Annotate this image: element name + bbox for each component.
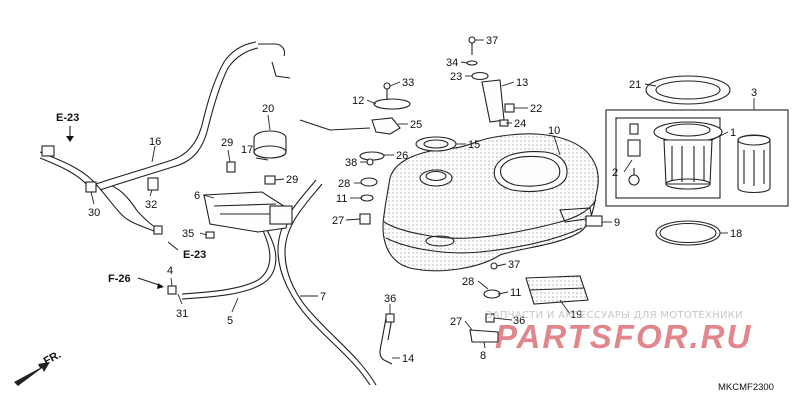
callout-28b[interactable]: 28 xyxy=(462,276,474,288)
watermark-caption: ЗАПЧАСТИ И АКСЕССУАРЫ ДЛЯ МОТОТЕХНИКИ xyxy=(486,310,743,321)
callout-36a[interactable]: 36 xyxy=(384,293,396,305)
pump-retaining-ring[interactable] xyxy=(645,75,731,105)
callout-19[interactable]: 19 xyxy=(570,309,582,321)
callout-16[interactable]: 16 xyxy=(149,136,161,148)
callout-22[interactable]: 22 xyxy=(530,103,542,115)
callout-7[interactable]: 7 xyxy=(320,291,326,303)
callout-21[interactable]: 21 xyxy=(629,79,641,91)
callout-30[interactable]: 30 xyxy=(88,207,100,219)
fuel-tank[interactable] xyxy=(382,133,599,272)
callout-1[interactable]: 1 xyxy=(730,127,736,139)
callout-4[interactable]: 4 xyxy=(167,265,173,277)
pump-gasket[interactable] xyxy=(655,220,721,246)
callout-37a[interactable]: 37 xyxy=(486,35,498,47)
callout-34[interactable]: 34 xyxy=(446,57,458,69)
callout-14[interactable]: 14 xyxy=(402,353,414,365)
cap[interactable] xyxy=(253,130,287,159)
vent-hose[interactable] xyxy=(379,313,395,365)
callout-32[interactable]: 32 xyxy=(145,199,157,211)
hose-clips[interactable] xyxy=(41,145,276,295)
callout-8[interactable]: 8 xyxy=(480,350,486,362)
callouts: 1 2 3 4 5 6 7 8 9 10 11 11 12 13 14 15 1… xyxy=(88,35,757,365)
callout-12[interactable]: 12 xyxy=(352,95,364,107)
callout-5[interactable]: 5 xyxy=(227,315,233,327)
front-label: FR. xyxy=(42,349,63,368)
callout-11a[interactable]: 11 xyxy=(336,193,347,205)
front-arrow-icon xyxy=(14,362,50,386)
callout-18[interactable]: 18 xyxy=(730,228,742,240)
callout-27a[interactable]: 27 xyxy=(332,215,344,227)
arrow-head-icon xyxy=(66,136,74,142)
diagram-code: MKCMF2300 xyxy=(718,382,774,393)
callout-28a[interactable]: 28 xyxy=(338,178,350,190)
callout-38[interactable]: 38 xyxy=(345,157,357,169)
arrow-leader-icon xyxy=(167,241,179,251)
callout-35[interactable]: 35 xyxy=(182,228,194,240)
callout-29a[interactable]: 29 xyxy=(221,137,233,149)
callout-36b[interactable]: 36 xyxy=(513,315,525,327)
evap-canister[interactable] xyxy=(203,191,293,233)
callout-29b[interactable]: 29 xyxy=(286,174,298,186)
callout-26[interactable]: 26 xyxy=(396,150,408,162)
filler-parts[interactable] xyxy=(299,82,457,166)
breather-hoses[interactable] xyxy=(39,41,291,235)
callout-24[interactable]: 24 xyxy=(514,118,526,130)
callout-31[interactable]: 31 xyxy=(176,308,188,320)
overflow-hose[interactable] xyxy=(277,179,377,386)
callout-27b[interactable]: 27 xyxy=(450,316,462,328)
reference-labels: E-23 E-23 F-26 xyxy=(56,112,206,289)
fuel-pump-box[interactable] xyxy=(605,109,789,207)
callout-33[interactable]: 33 xyxy=(402,77,414,89)
callout-20[interactable]: 20 xyxy=(262,103,274,115)
callout-11b[interactable]: 11 xyxy=(510,287,521,299)
ref-e23-mid[interactable]: E-23 xyxy=(183,249,206,261)
callout-2[interactable]: 2 xyxy=(612,167,618,179)
callout-23[interactable]: 23 xyxy=(450,71,462,83)
callout-9[interactable]: 9 xyxy=(614,217,620,229)
lower-bracket[interactable] xyxy=(359,177,603,343)
callout-3[interactable]: 3 xyxy=(751,87,757,99)
callout-17[interactable]: 17 xyxy=(241,144,253,156)
valve-parts[interactable] xyxy=(466,36,515,127)
front-direction-indicator: FR. xyxy=(14,349,63,386)
callout-13[interactable]: 13 xyxy=(516,77,528,89)
callout-6[interactable]: 6 xyxy=(194,190,200,202)
watermark-logo: PARTSFOR.RU xyxy=(495,318,753,355)
ref-f26[interactable]: F-26 xyxy=(108,273,131,285)
callout-25[interactable]: 25 xyxy=(410,119,422,131)
ref-e23-top[interactable]: E-23 xyxy=(56,112,79,124)
callout-15[interactable]: 15 xyxy=(468,139,480,151)
callout-10[interactable]: 10 xyxy=(548,125,560,137)
callout-37b[interactable]: 37 xyxy=(508,259,520,271)
